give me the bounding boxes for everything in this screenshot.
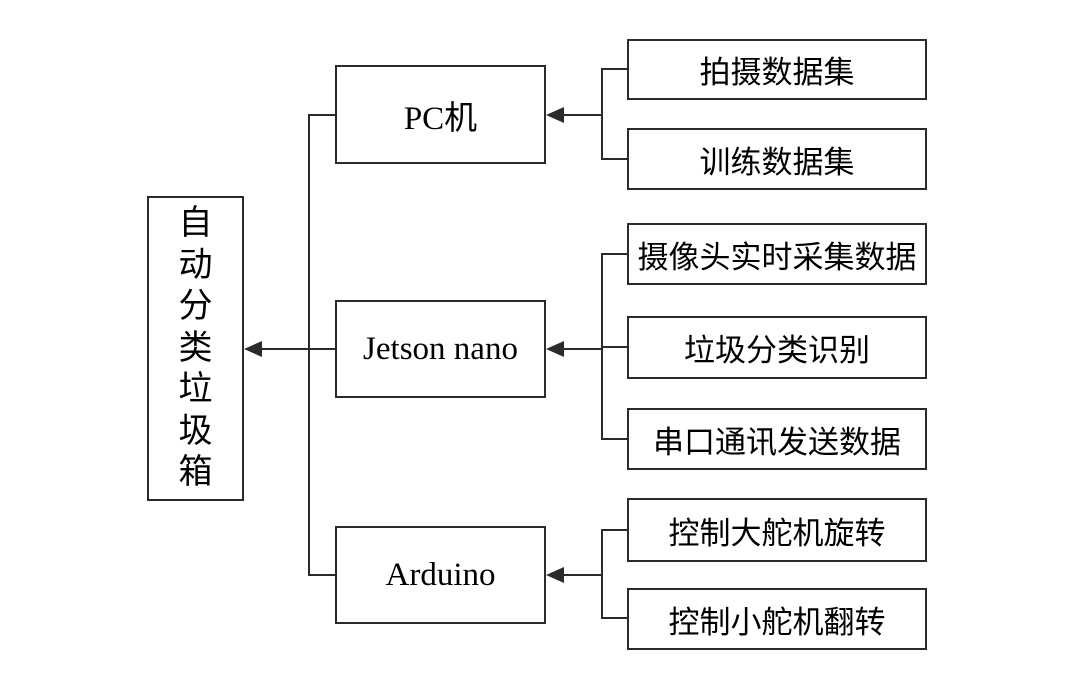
leaf-train-dataset: 训练数据集 bbox=[627, 128, 927, 190]
leaf-serial-send-data: 串口通讯发送数据 bbox=[627, 408, 927, 470]
node-jetson-nano-label: Jetson nano bbox=[363, 330, 518, 367]
leaf-camera-realtime-capture: 摄像头实时采集数据 bbox=[627, 223, 927, 285]
leaf-garbage-classification-label: 垃圾分类识别 bbox=[684, 333, 870, 368]
bracket-pc-vertical bbox=[601, 68, 603, 160]
leaf-small-servo-flip: 控制小舵机翻转 bbox=[627, 588, 927, 650]
node-pc: PC机 bbox=[335, 65, 546, 164]
bracket-arduino-vertical bbox=[601, 529, 603, 619]
node-automatic-trash-bin: 自动分类垃圾箱 bbox=[147, 196, 244, 501]
stub-large-servo-rotate bbox=[601, 529, 627, 531]
connector-trunk-to-pc bbox=[308, 114, 335, 116]
node-automatic-trash-bin-label: 自动分类垃圾箱 bbox=[178, 205, 213, 492]
leaf-train-dataset-label: 训练数据集 bbox=[699, 144, 855, 180]
stub-garbage-classification bbox=[601, 346, 627, 348]
arrowhead-into-jetson-icon bbox=[546, 341, 564, 357]
connector-trunk-to-jetson bbox=[262, 348, 335, 350]
connector-bracket-to-jetson bbox=[564, 348, 602, 350]
leaf-large-servo-rotate-label: 控制大舵机旋转 bbox=[668, 515, 886, 551]
arrowhead-into-pc-icon bbox=[546, 107, 564, 123]
stub-camera-realtime-capture bbox=[601, 253, 627, 255]
stub-small-servo-flip bbox=[601, 617, 627, 619]
node-pc-label: PC机 bbox=[403, 100, 478, 137]
node-jetson-nano: Jetson nano bbox=[335, 300, 546, 398]
stub-train-dataset bbox=[601, 158, 627, 160]
node-arduino: Arduino bbox=[335, 526, 546, 624]
arrowhead-into-root-icon bbox=[244, 341, 262, 357]
stub-capture-dataset bbox=[601, 68, 627, 70]
leaf-serial-send-data-label: 串口通讯发送数据 bbox=[653, 424, 901, 460]
connector-trunk-to-arduino bbox=[308, 574, 335, 576]
leaf-large-servo-rotate: 控制大舵机旋转 bbox=[627, 498, 927, 562]
connector-bracket-to-arduino bbox=[564, 574, 602, 576]
arrowhead-into-arduino-icon bbox=[546, 567, 564, 583]
connector-bracket-to-pc bbox=[564, 114, 602, 116]
leaf-capture-dataset-label: 拍摄数据集 bbox=[699, 55, 855, 90]
node-arduino-label: Arduino bbox=[385, 556, 496, 593]
leaf-garbage-classification: 垃圾分类识别 bbox=[627, 316, 927, 379]
leaf-small-servo-flip-label: 控制小舵机翻转 bbox=[668, 604, 886, 640]
leaf-capture-dataset: 拍摄数据集 bbox=[627, 39, 927, 100]
leaf-camera-realtime-capture-label: 摄像头实时采集数据 bbox=[637, 239, 917, 275]
stub-serial-send-data bbox=[601, 438, 627, 440]
connector-trunk-vertical bbox=[308, 114, 310, 576]
